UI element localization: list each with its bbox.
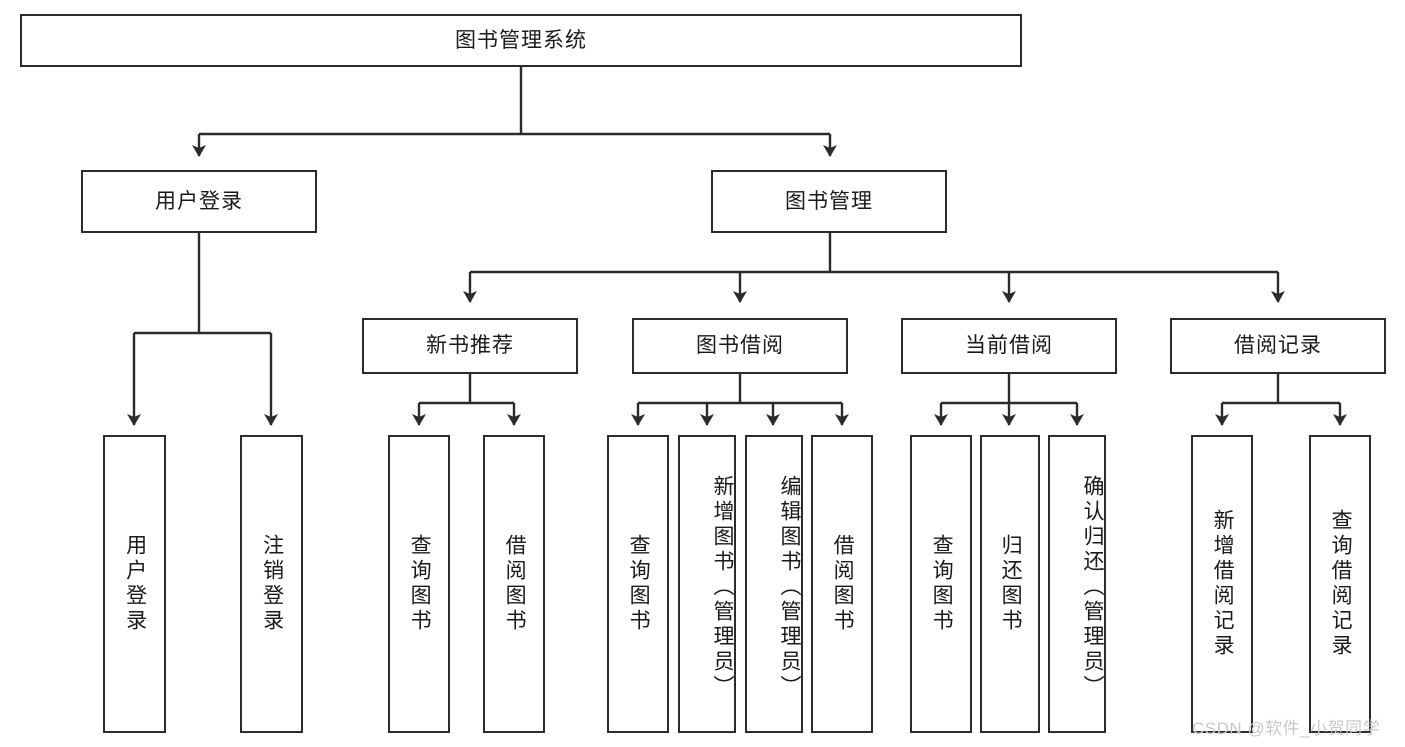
node-root[interactable]: 图书管理系统 <box>20 14 1022 67</box>
leaf-edit-book[interactable]: 编辑图书（管理员） <box>745 435 803 733</box>
leaf-logout-login-label: 注销登录 <box>260 534 284 634</box>
leaf-query-book-3[interactable]: 查询图书 <box>910 435 972 733</box>
node-user-login[interactable]: 用户登录 <box>81 170 317 233</box>
leaf-query-record[interactable]: 查询借阅记录 <box>1309 435 1371 733</box>
node-book-manage[interactable]: 图书管理 <box>711 170 947 233</box>
leaf-borrow-book-1-label: 借阅图书 <box>503 534 527 634</box>
leaf-add-book[interactable]: 新增图书（管理员） <box>678 435 736 733</box>
node-current-borrow[interactable]: 当前借阅 <box>901 318 1117 374</box>
node-current-borrow-label: 当前借阅 <box>965 334 1053 358</box>
leaf-user-login[interactable]: 用户登录 <box>103 435 166 733</box>
node-root-label: 图书管理系统 <box>455 28 587 52</box>
leaf-borrow-book-2[interactable]: 借阅图书 <box>811 435 873 733</box>
leaf-query-book-1-label: 查询图书 <box>408 534 432 634</box>
node-book-borrow-label: 图书借阅 <box>696 334 784 358</box>
node-new-book-recommend-label: 新书推荐 <box>426 334 514 358</box>
leaf-logout-login[interactable]: 注销登录 <box>240 435 303 733</box>
leaf-confirm-return-label: 确认归还（管理员） <box>1081 474 1104 700</box>
leaf-user-login-label: 用户登录 <box>123 534 147 634</box>
leaf-query-record-label: 查询借阅记录 <box>1329 509 1353 659</box>
node-new-book-recommend[interactable]: 新书推荐 <box>362 318 578 374</box>
leaf-query-book-3-label: 查询图书 <box>930 534 954 634</box>
leaf-query-book-2[interactable]: 查询图书 <box>607 435 669 733</box>
node-user-login-label: 用户登录 <box>155 189 243 213</box>
leaf-query-book-2-label: 查询图书 <box>627 534 651 634</box>
leaf-confirm-return[interactable]: 确认归还（管理员） <box>1048 435 1106 733</box>
leaf-add-record[interactable]: 新增借阅记录 <box>1191 435 1253 733</box>
leaf-borrow-book-1[interactable]: 借阅图书 <box>483 435 545 733</box>
leaf-borrow-book-2-label: 借阅图书 <box>831 534 855 634</box>
leaf-edit-book-label: 编辑图书（管理员） <box>778 474 801 700</box>
leaf-query-book-1[interactable]: 查询图书 <box>388 435 450 733</box>
leaf-add-book-label: 新增图书（管理员） <box>711 474 734 700</box>
leaf-return-book[interactable]: 归还图书 <box>980 435 1040 733</box>
node-borrow-record-label: 借阅记录 <box>1234 334 1322 358</box>
node-borrow-record[interactable]: 借阅记录 <box>1170 318 1386 374</box>
node-book-manage-label: 图书管理 <box>785 189 873 213</box>
leaf-add-record-label: 新增借阅记录 <box>1211 509 1235 659</box>
leaf-return-book-label: 归还图书 <box>999 534 1023 634</box>
node-book-borrow[interactable]: 图书借阅 <box>632 318 848 374</box>
